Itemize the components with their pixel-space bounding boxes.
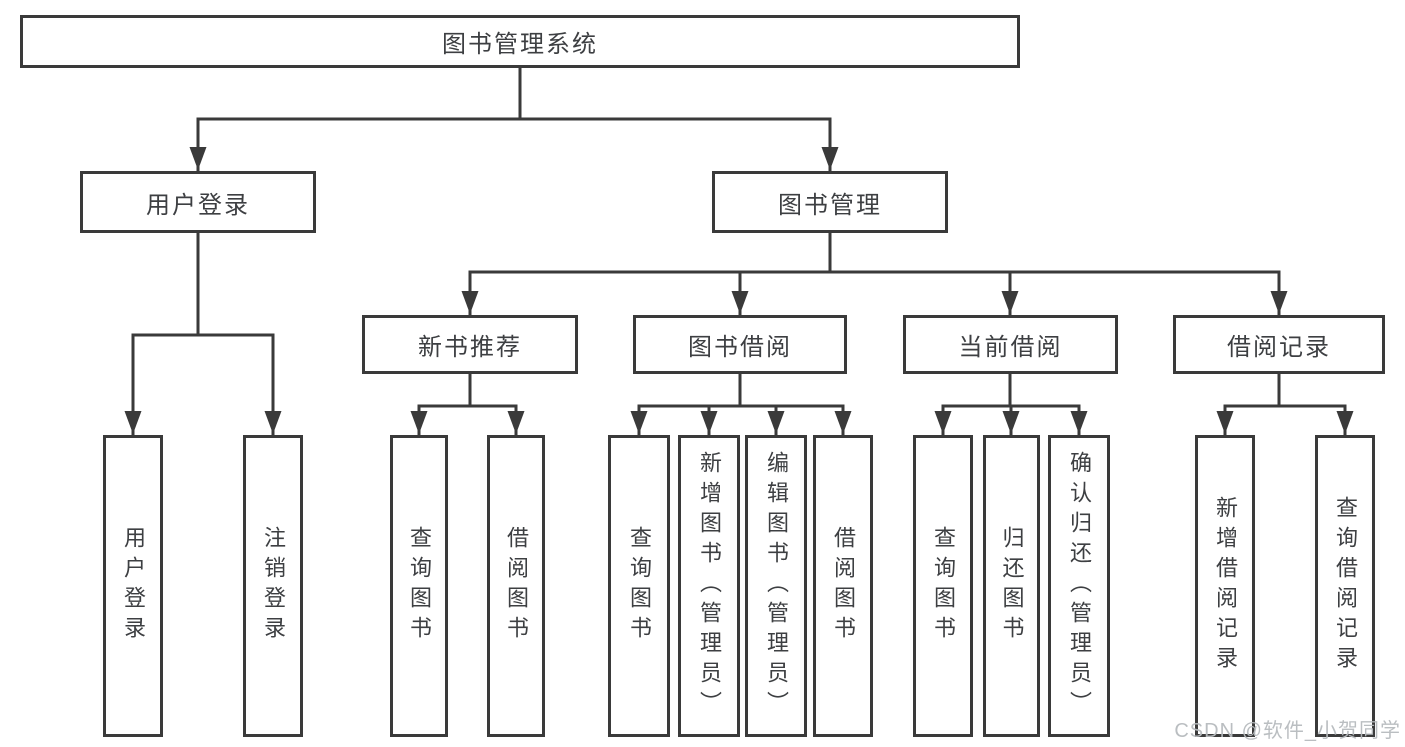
leaf-label: 查询图书	[627, 526, 652, 646]
node-label: 图书借阅	[688, 334, 792, 361]
leaf-label: 借阅图书	[831, 526, 856, 646]
leaf-confirm-return-admin: 确认归还（管理员）	[1048, 435, 1110, 737]
node-new-book-recommend: 新书推荐	[362, 315, 578, 374]
leaf-label: 查询借阅记录	[1333, 496, 1358, 676]
leaf-query-books-current: 查询图书	[913, 435, 973, 737]
leaf-add-borrow-record: 新增借阅记录	[1195, 435, 1255, 737]
leaf-borrow-books-borrowing: 借阅图书	[813, 435, 873, 737]
leaf-add-book-admin: 新增图书（管理员）	[678, 435, 740, 737]
node-user-login: 用户登录	[80, 171, 316, 233]
leaf-query-books-borrowing: 查询图书	[608, 435, 670, 737]
node-book-management: 图书管理	[712, 171, 948, 233]
node-book-borrowing: 图书借阅	[633, 315, 847, 374]
csdn-watermark: CSDN @软件_小贺同学	[1174, 720, 1401, 742]
leaf-label: 查询图书	[931, 526, 956, 646]
leaf-label: 新增图书（管理员）	[697, 451, 722, 721]
leaf-label: 注销登录	[261, 526, 286, 646]
leaf-query-borrow-record: 查询借阅记录	[1315, 435, 1375, 737]
leaf-label: 确认归还（管理员）	[1067, 451, 1092, 721]
leaf-query-books-recommend: 查询图书	[390, 435, 448, 737]
node-label: 图书管理系统	[442, 31, 598, 58]
node-label: 新书推荐	[418, 334, 522, 361]
node-label: 用户登录	[146, 191, 250, 219]
leaf-label: 借阅图书	[504, 526, 529, 646]
node-label: 当前借阅	[958, 334, 1063, 361]
leaf-borrow-books-recommend: 借阅图书	[487, 435, 545, 737]
leaf-logout: 注销登录	[243, 435, 303, 737]
node-label: 借阅记录	[1227, 334, 1331, 361]
leaf-user-login: 用户登录	[103, 435, 163, 737]
leaf-label: 编辑图书（管理员）	[764, 451, 789, 721]
leaf-return-books: 归还图书	[983, 435, 1040, 737]
leaf-label: 归还图书	[999, 526, 1025, 646]
node-library-system-root: 图书管理系统	[20, 15, 1020, 68]
leaf-label: 查询图书	[407, 526, 432, 646]
leaf-label: 用户登录	[121, 526, 146, 646]
node-label: 图书管理	[778, 191, 882, 219]
leaf-edit-book-admin: 编辑图书（管理员）	[745, 435, 807, 737]
node-current-borrowing: 当前借阅	[903, 315, 1118, 374]
leaf-label: 新增借阅记录	[1213, 496, 1238, 676]
node-borrowing-records: 借阅记录	[1173, 315, 1385, 374]
